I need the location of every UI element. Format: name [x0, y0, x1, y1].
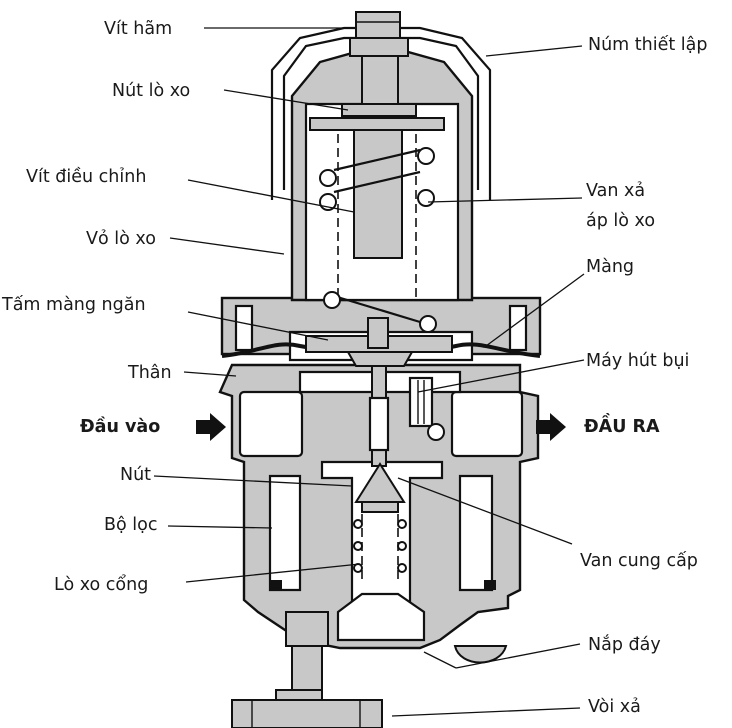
label-setting-knob: Núm thiết lập	[588, 34, 708, 55]
label-adjusting-screw: Vít điều chỉnh	[26, 166, 146, 187]
label-spring-button: Nút lò xo	[112, 81, 190, 101]
port-spring	[353, 514, 407, 580]
label-port-spring: Lò xo cổng	[54, 574, 148, 595]
label-body: Thân	[127, 363, 172, 383]
relief-valve	[346, 317, 414, 467]
label-outlet: ĐẦU RA	[584, 413, 660, 437]
label-aspirator: Máy hút bụi	[586, 351, 689, 371]
leader-lines	[153, 27, 585, 717]
label-supply-valve: Van cung cấp	[580, 550, 698, 571]
lock-screw	[349, 11, 409, 105]
label-drain-valve: Vòi xả	[588, 697, 641, 717]
label-lock-screw: Vít hãm	[104, 19, 172, 39]
inlet-arrow-icon	[196, 413, 226, 441]
label-diaphragm: Màng	[586, 257, 634, 277]
label-bottom-cap: Nắp đáy	[588, 634, 661, 655]
label-inlet: Đầu vào	[80, 416, 160, 437]
label-spring-housing: Vỏ lò xo	[86, 229, 156, 249]
adjusting-screw	[353, 129, 403, 259]
main-spring	[319, 134, 437, 333]
label-relief-valve-line2: áp lò xo	[586, 211, 655, 231]
outlet-arrow-icon	[536, 413, 566, 441]
label-diaphragm-plate: Tấm màng ngăn	[1, 294, 146, 315]
label-relief-valve-line1: Van xả	[586, 181, 645, 201]
label-filter: Bộ lọc	[104, 515, 157, 535]
drain-valve	[231, 611, 383, 728]
label-button: Nút	[120, 465, 151, 485]
spring-button	[309, 103, 445, 131]
